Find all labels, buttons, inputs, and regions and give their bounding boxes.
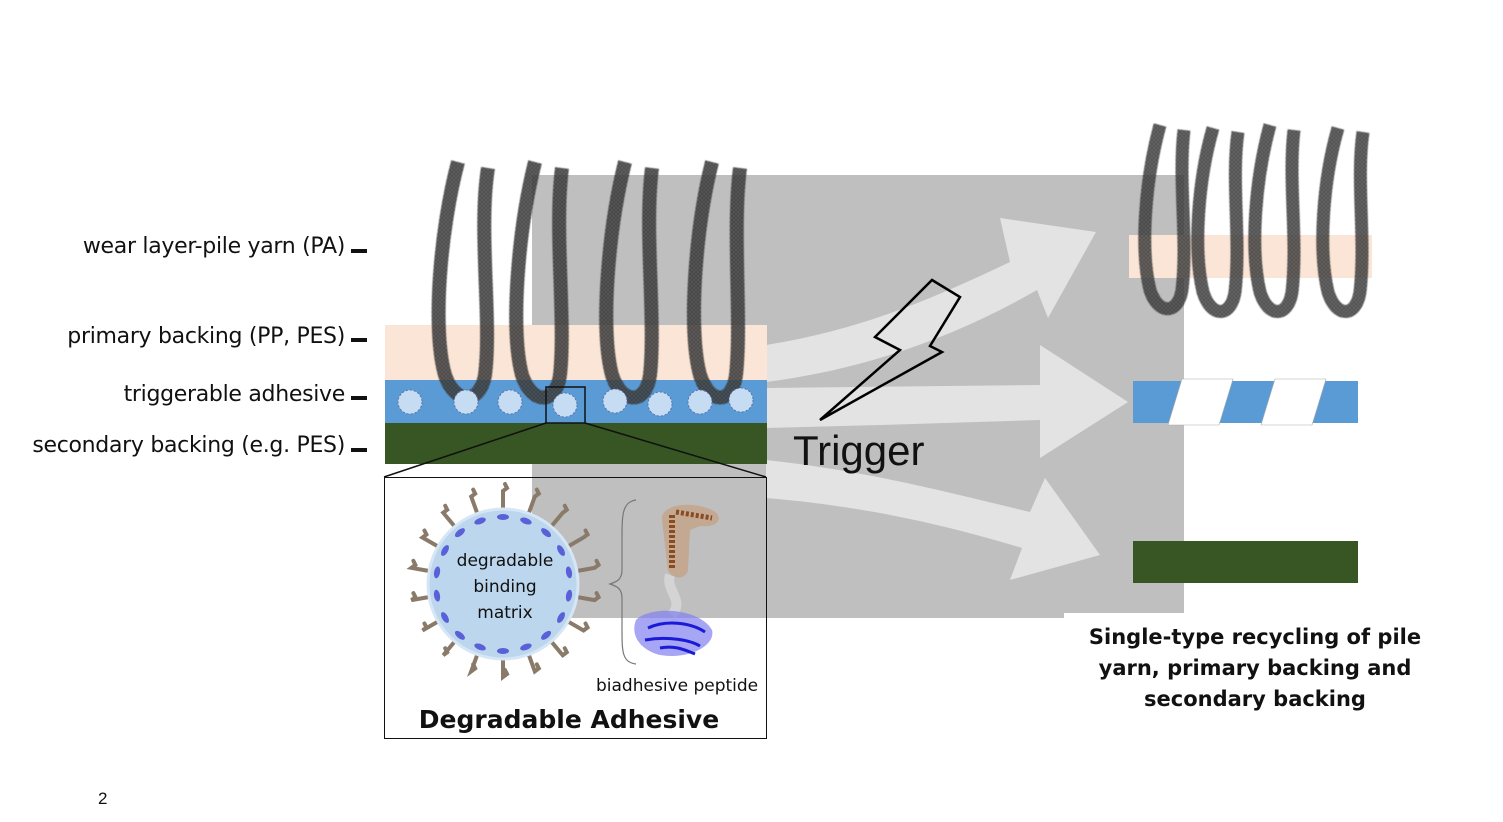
surface-protein: [565, 566, 573, 579]
surface-protein: [557, 545, 565, 556]
peptide-spike: [565, 619, 591, 633]
result-caption: Single-type recycling of pile yarn, prim…: [1088, 625, 1422, 711]
surface-protein: [520, 517, 532, 525]
flow-arrows: [766, 218, 1128, 580]
zoom-region-box: [545, 386, 586, 424]
adhesive-particle: [497, 389, 523, 415]
matrix-label-line: binding: [473, 577, 537, 597]
peptide-spike: [574, 591, 602, 603]
biadhesive-peptide-structure: [634, 504, 719, 656]
surface-protein: [541, 528, 552, 538]
peptide-spike: [549, 639, 570, 658]
adhesive-particle: [552, 392, 578, 418]
layer-tick-wear-layer: [351, 249, 367, 253]
peptide-spike: [501, 482, 510, 511]
peptide-spike: [406, 558, 432, 573]
yarn-loop: [509, 160, 569, 405]
peptide-spike: [526, 652, 542, 675]
arrow-right-to-adhesive: [766, 345, 1128, 458]
peptide-spike: [526, 487, 542, 516]
adhesive-particle: [647, 391, 673, 417]
adhesive-particle: [453, 389, 479, 415]
surface-protein: [433, 589, 441, 602]
yarn-loop: [1191, 126, 1245, 318]
peptide-spike: [549, 503, 570, 529]
yarn-loop: [599, 160, 659, 405]
peptide-spikes: [406, 482, 602, 681]
layer-label-secondary-backing: secondary backing (e.g. PES): [32, 433, 345, 458]
recycled-pile-yarn-loops: [1138, 123, 1370, 318]
surface-protein: [541, 630, 552, 640]
surface-protein: [441, 612, 449, 623]
surface-protein: [557, 612, 565, 623]
recycled-adhesive-fragments: [1133, 378, 1358, 426]
brace-icon: [608, 499, 637, 665]
layer-label-wear-layer: wear layer-pile yarn (PA): [82, 234, 345, 259]
matrix-label-line: matrix: [477, 603, 533, 623]
adhesive-particle: [602, 388, 628, 414]
surface-protein: [441, 545, 449, 556]
secondary-backing-layer: [385, 423, 767, 464]
peptide-spike: [574, 558, 602, 573]
adhesive-particles: [397, 387, 754, 418]
binding-matrix-sphere: [406, 482, 602, 681]
layer-label-triggerable-adhesive: triggerable adhesive: [123, 382, 346, 407]
lightning-bolt-icon: [819, 278, 962, 422]
peptide-spike: [467, 652, 480, 678]
recycled-secondary-backing: [1133, 541, 1358, 583]
arrow-up-to-pile-yarn: [766, 218, 1096, 382]
peptide-spike: [410, 591, 432, 603]
adhesive-particle: [397, 389, 423, 415]
layer-tick-triggerable-adhesive: [351, 396, 367, 400]
peptide-spike: [440, 503, 457, 529]
degradable-adhesive-inset: [384, 477, 767, 739]
surface-protein: [497, 648, 509, 654]
surface-protein: [565, 589, 573, 602]
peptide-spike: [441, 639, 457, 657]
surface-protein: [454, 630, 465, 640]
surface-protein: [497, 514, 509, 520]
yarn-loop: [687, 160, 747, 405]
trigger-label: Trigger: [793, 427, 925, 474]
peptide-spike: [468, 487, 480, 516]
binding-matrix-label: degradable binding matrix: [440, 548, 570, 626]
callout-line-right: [584, 422, 767, 478]
page-number: 2: [98, 789, 108, 808]
yarn-loop: [1316, 126, 1370, 318]
surface-protein: [474, 643, 486, 651]
yarn-loop: [1248, 123, 1301, 318]
peptide-spike: [565, 528, 591, 549]
peptide-spike: [421, 619, 441, 633]
yarn-loop: [1138, 123, 1191, 316]
adhesive-particle: [728, 387, 754, 413]
surface-protein: [433, 566, 441, 579]
layer-label-primary-backing: primary backing (PP, PES): [67, 324, 345, 349]
layer-tick-primary-backing: [351, 338, 367, 342]
inset-title: Degradable Adhesive: [418, 705, 720, 734]
layer-tick-secondary-backing: [351, 448, 367, 452]
peptide-spike: [418, 528, 441, 549]
surface-protein: [454, 528, 465, 538]
arrow-down-to-secondary: [766, 460, 1100, 580]
peptide-spike: [501, 657, 510, 681]
surface-protein: [474, 517, 486, 525]
callout-line-left: [383, 422, 547, 478]
surface-protein: [520, 643, 532, 651]
matrix-label-line: degradable: [456, 551, 554, 571]
biadhesive-peptide-label: biadhesive peptide: [596, 676, 759, 696]
adhesive-particle: [687, 389, 713, 415]
